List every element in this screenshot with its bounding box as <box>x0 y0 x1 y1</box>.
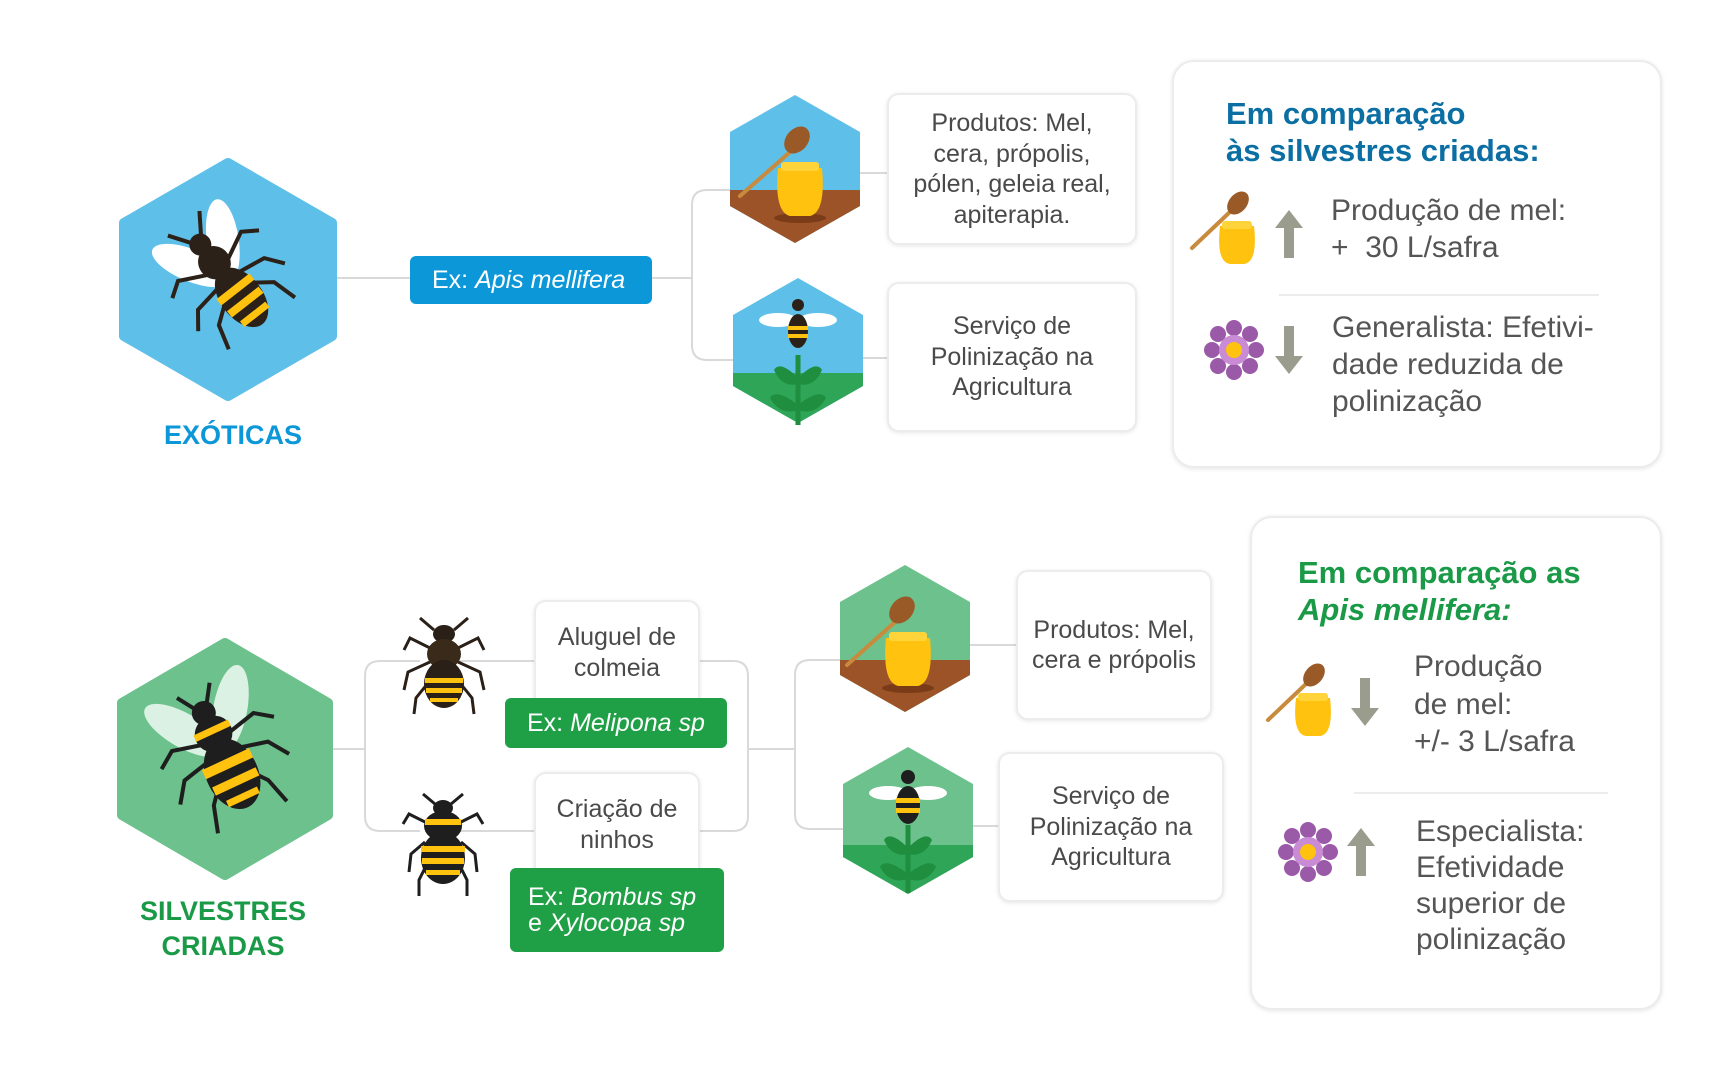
species-name: Apis mellifera <box>475 265 626 294</box>
products-text: Produtos: Mel, cera, própolis, pólen, ge… <box>913 109 1111 229</box>
bee-icon <box>869 770 947 824</box>
arrow-down-icon <box>1275 326 1303 374</box>
tag-line: e Xylocopa sp <box>528 910 685 936</box>
pollination-hexagon-exoticas <box>733 278 863 425</box>
text-line: Efetividade <box>1416 851 1565 884</box>
tag-line: Ex: Bombus sp <box>528 884 696 910</box>
bee-icon <box>759 299 837 348</box>
nest-text: Criação de ninhos <box>556 795 678 854</box>
exoticas-hexagon <box>119 158 337 401</box>
pollination-effectiveness-text: Generalista: Efetivi- dade reduzida de p… <box>1332 310 1594 421</box>
flower-icon <box>1204 320 1264 380</box>
bee-icon <box>151 199 297 350</box>
silvestres-hexagon <box>117 638 333 880</box>
text-line: dade reduzida de <box>1332 347 1564 381</box>
pollination-card-exoticas: Serviço de Polinização na Agricultura <box>887 282 1137 432</box>
tag-prefix: Ex: <box>527 708 571 737</box>
text-line: Produção <box>1414 650 1543 683</box>
tag-prefix: Ex: <box>432 265 476 294</box>
hive-rental-card: Aluguel de colmeia <box>534 600 700 712</box>
apis-mellifera-tag: Ex: Apis mellifera <box>410 256 652 304</box>
heading-line: Apis mellifera: <box>1298 592 1512 628</box>
label-line: SILVESTRES <box>139 896 307 926</box>
honey-label: Produção de mel: <box>1331 194 1567 227</box>
pollination-effectiveness-text: Especialista: Efetividade superior de po… <box>1416 814 1584 958</box>
products-hexagon-exoticas <box>730 95 860 243</box>
arrow-up-icon <box>1347 828 1375 876</box>
honey-jar-icon <box>774 162 826 223</box>
comparison-panel-silvestres: Em comparação as Apis mellifera: Produçã… <box>1250 516 1662 1010</box>
honey-jar-icon <box>1266 663 1331 736</box>
tag-connector: e <box>528 909 549 937</box>
pollination-text: Serviço de Polinização na Agricultura <box>1029 782 1193 872</box>
honey-value: + 30 L/safra <box>1331 230 1499 264</box>
species-name: Xylocopa sp <box>548 909 686 937</box>
arrow-up-icon <box>1275 210 1303 258</box>
pollination-text: Serviço de Polinização na Agricultura <box>930 312 1094 402</box>
text-line: polinização <box>1332 384 1483 418</box>
text-line: de mel: <box>1414 687 1513 721</box>
honey-production-text: Produção de mel: + 30 L/safra <box>1331 193 1566 267</box>
exoticas-label: EXÓTICAS <box>163 420 303 450</box>
text-line: Generalista: Efetivi- <box>1332 311 1594 344</box>
species-name: Melipona sp <box>570 708 705 737</box>
hive-rental-text: Aluguel de colmeia <box>557 623 677 682</box>
heading-line: Em comparação <box>1226 96 1466 131</box>
honey-jar-icon <box>882 632 934 693</box>
text-line: Especialista: <box>1416 815 1585 848</box>
honey-production-text: Produção de mel: +/- 3 L/safra <box>1414 648 1575 761</box>
bee-icon <box>144 664 291 834</box>
text-line: superior de <box>1416 887 1567 920</box>
plant-icon <box>770 355 826 425</box>
plant-icon <box>880 825 936 893</box>
nest-breeding-card: Criação de ninhos <box>534 772 700 884</box>
pollination-card-silvestres: Serviço de Polinização na Agricultura <box>998 752 1224 902</box>
melipona-tag: Ex: Melipona sp <box>505 698 727 748</box>
products-card-silvestres: Produtos: Mel, cera e própolis <box>1016 570 1212 720</box>
bombus-xylocopa-tag: Ex: Bombus sp e Xylocopa sp <box>510 868 724 952</box>
comparison-heading: Em comparação as Apis mellifera: <box>1298 554 1581 628</box>
products-text: Produtos: Mel, cera e própolis <box>1032 615 1196 675</box>
panel-divider <box>1279 294 1599 296</box>
honey-dipper-icon <box>845 596 915 667</box>
honey-jar-icon <box>1190 191 1255 264</box>
heading-line: Em comparação as <box>1298 555 1581 590</box>
bee-icon <box>401 792 485 896</box>
pollination-hexagon-silvestres <box>843 747 973 894</box>
bee-icon <box>402 616 486 715</box>
comparison-heading: Em comparação às silvestres criadas: <box>1226 95 1540 169</box>
arrow-down-icon <box>1351 678 1379 726</box>
flower-icon <box>1278 822 1338 882</box>
comparison-panel-exoticas: Em comparação às silvestres criadas: Pro… <box>1172 60 1662 468</box>
heading-line: às silvestres criadas: <box>1226 133 1540 169</box>
label-line: CRIADAS <box>161 931 285 962</box>
products-hexagon-silvestres <box>840 565 970 712</box>
text-line: polinização <box>1416 923 1567 956</box>
honey-value: +/- 3 L/safra <box>1414 725 1575 758</box>
products-card-exoticas: Produtos: Mel, cera, própolis, pólen, ge… <box>887 93 1137 245</box>
tag-prefix: Ex: <box>528 882 572 911</box>
panel-divider <box>1354 792 1608 794</box>
species-name: Bombus sp <box>571 882 697 911</box>
silvestres-label: SILVESTRES CRIADAS <box>118 894 328 964</box>
honey-dipper-icon <box>738 126 810 198</box>
